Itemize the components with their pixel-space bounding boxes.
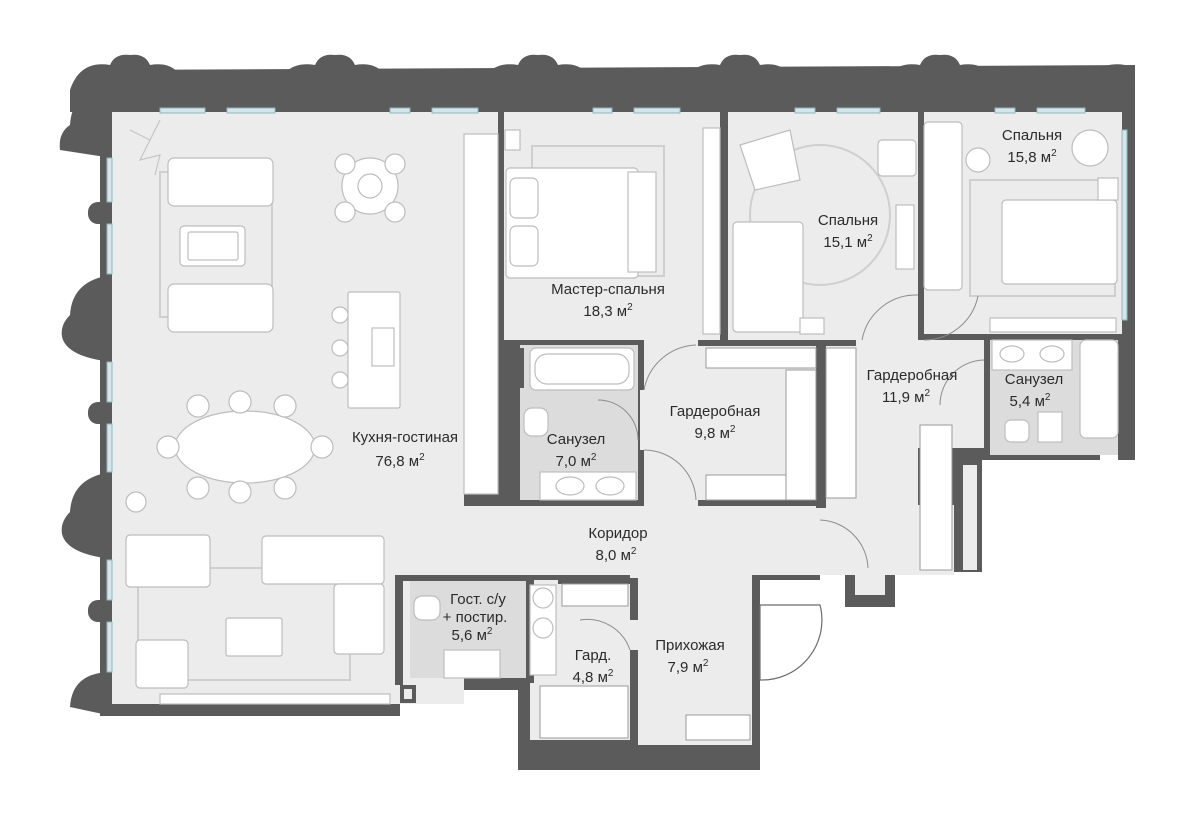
label-bedroom-1: Спальня — [818, 212, 878, 229]
area-wardrobe-2: 11,9 м2 — [882, 388, 931, 406]
label-guest-wc-line1: Гост. с/у — [450, 591, 506, 608]
label-bedroom-2: Спальня — [1002, 127, 1062, 144]
label-closet: Гард. — [575, 647, 612, 664]
area-guest-wc: 5,6 м2 — [452, 626, 493, 644]
bathroom-1-furniture — [523, 347, 637, 501]
guest-wc-furniture — [413, 584, 557, 679]
door-swings — [579, 294, 985, 681]
area-bedroom-1: 15,1 м2 — [823, 233, 873, 251]
label-kitchen-living: Кухня-гостиная — [352, 429, 458, 446]
wardrobe-shelving — [539, 347, 953, 741]
area-bathroom-2: 5,4 м2 — [1010, 392, 1051, 410]
area-bedroom-2: 15,8 м2 — [1007, 148, 1057, 166]
label-wardrobe-1: Гардеробная — [670, 403, 761, 420]
facade-columns — [70, 54, 1135, 112]
label-bathroom-2: Санузел — [1005, 371, 1063, 388]
left-facade-columns — [59, 80, 114, 716]
label-guest-wc-line2: + постир. — [443, 609, 508, 626]
living-furniture — [125, 119, 406, 705]
area-kitchen-living: 76,8 м2 — [375, 452, 425, 470]
label-bathroom-1: Санузел — [547, 431, 605, 448]
master-bedroom-furniture — [463, 127, 721, 495]
area-hallway: 7,9 м2 — [668, 658, 709, 676]
bedroom-1-furniture — [732, 129, 917, 335]
windows — [106, 107, 1128, 673]
bedroom-2-furniture — [923, 121, 1119, 333]
label-wardrobe-2: Гардеробная — [867, 367, 958, 384]
label-master-bedroom: Мастер-спальня — [551, 281, 665, 298]
area-bathroom-1: 7,0 м2 — [556, 452, 597, 470]
area-master-bedroom: 18,3 м2 — [583, 302, 633, 320]
room-labels: Кухня-гостиная 76,8 м2 Мастер-спальня 18… — [352, 127, 1063, 686]
area-closet: 4,8 м2 — [573, 668, 614, 686]
bathroom-2-furniture — [991, 339, 1119, 443]
area-wardrobe-1: 9,8 м2 — [695, 424, 736, 442]
label-corridor: Коридор — [588, 525, 647, 542]
area-corridor: 8,0 м2 — [596, 546, 637, 564]
label-hallway: Прихожая — [655, 637, 725, 654]
